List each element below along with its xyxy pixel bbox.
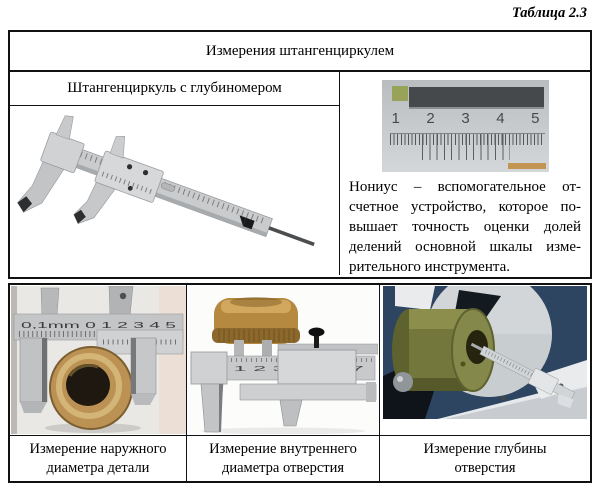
outside-diameter-photo: 0,1mm 0 1 2 3 4 5 (10, 286, 186, 434)
description-line: счетное устройство, которое по- (349, 199, 581, 215)
fixed-jaw (16, 161, 64, 213)
scale-number: 3 (461, 110, 470, 127)
scale-number: 1 (391, 110, 400, 127)
maker-logo (242, 217, 255, 230)
main-table-body: Штангенциркуль с глубиномером (10, 72, 590, 275)
scale-number: 4 (496, 110, 505, 127)
caliper-column-header: Штангенциркуль с глубиномером (67, 80, 282, 96)
vernier-description: Нониус – вспомогательное от- счетное уст… (349, 177, 581, 275)
inside-diameter-photo-cell: 0 1 2 3 4 5 6 7 (187, 285, 380, 435)
beam-edge-bar (408, 87, 544, 107)
description-line: делений основной шкалы изме- (349, 239, 581, 255)
photo-speck (391, 86, 408, 101)
upper-jaw (234, 340, 244, 358)
table-number-label: Таблица 2.3 (511, 5, 587, 21)
caption-line: Измерение наружного (29, 440, 167, 457)
outside-diameter-photo-cell: 0,1mm 0 1 2 3 4 5 (10, 285, 187, 435)
examples-image-row: 0,1mm 0 1 2 3 4 5 (10, 285, 590, 436)
scale-number: 5 (531, 110, 540, 127)
depth-rod (470, 342, 485, 352)
scale-number: 2 (426, 110, 435, 127)
photo-watermark (507, 163, 546, 169)
vernier-scale-photo: 1 2 3 4 5 (381, 80, 549, 172)
vernier-scale-ticks (421, 134, 510, 160)
vernier-caliper-photo (16, 115, 315, 247)
caliper-column-header-cell: Штангенциркуль с глубиномером (10, 72, 339, 106)
slider-frame (277, 349, 357, 385)
caption-outside-diameter: Измерение наружного диаметра детали (10, 436, 187, 481)
tube-bore (65, 364, 110, 406)
upper-jaw (262, 340, 272, 358)
caption-line: Измерение глубины (423, 440, 547, 457)
main-table: Измерения штангенциркулем Штангенциркуль… (8, 30, 592, 279)
caption-line: Измерение внутреннего (209, 440, 357, 457)
beam-edge-highlight (408, 107, 544, 109)
description-line: Нониус – вспомогательное от- (349, 179, 581, 195)
table-title-cell: Измерения штангенциркулем (10, 32, 590, 72)
depth-caliper (470, 342, 576, 408)
caption-depth: Измерение глубины отверстия (380, 436, 590, 481)
caption-line: отверстия (454, 459, 516, 476)
main-scale-numbers: 1 2 3 4 5 (392, 110, 540, 127)
depth-measurement-render-cell (380, 285, 590, 435)
examples-caption-row: Измерение наружного диаметра детали Изме… (10, 436, 590, 481)
sliding-jaw (279, 399, 303, 427)
table-title: Измерения штангенциркулем (205, 42, 395, 59)
caliper-body (16, 115, 315, 247)
vernier-column: 1 2 3 4 5 Нониус – вспомогательное от- с… (340, 72, 590, 275)
sliding-jaw (72, 181, 116, 224)
caption-inside-diameter: Измерение внутреннего диаметра отверстия (187, 436, 380, 481)
caliper-photo-cell (10, 106, 339, 275)
handle-knob (393, 372, 413, 392)
description-line: рительного инструмента. (349, 259, 511, 275)
inside-diameter-photo: 0 1 2 3 4 5 6 7 (188, 286, 378, 434)
caption-line: диаметра детали (46, 459, 150, 476)
depth-rod (267, 226, 315, 247)
examples-table: 0,1mm 0 1 2 3 4 5 (8, 283, 592, 483)
clamp-screw (308, 327, 325, 337)
caption-line: диаметра отверстия (221, 459, 345, 476)
description-line: вышает точность оценки долей (349, 219, 581, 235)
depth-measurement-render (383, 286, 587, 419)
beam-scale-label: 0,1mm 0 1 2 3 4 5 (21, 321, 177, 330)
caliper-column: Штангенциркуль с глубиномером (10, 72, 340, 275)
